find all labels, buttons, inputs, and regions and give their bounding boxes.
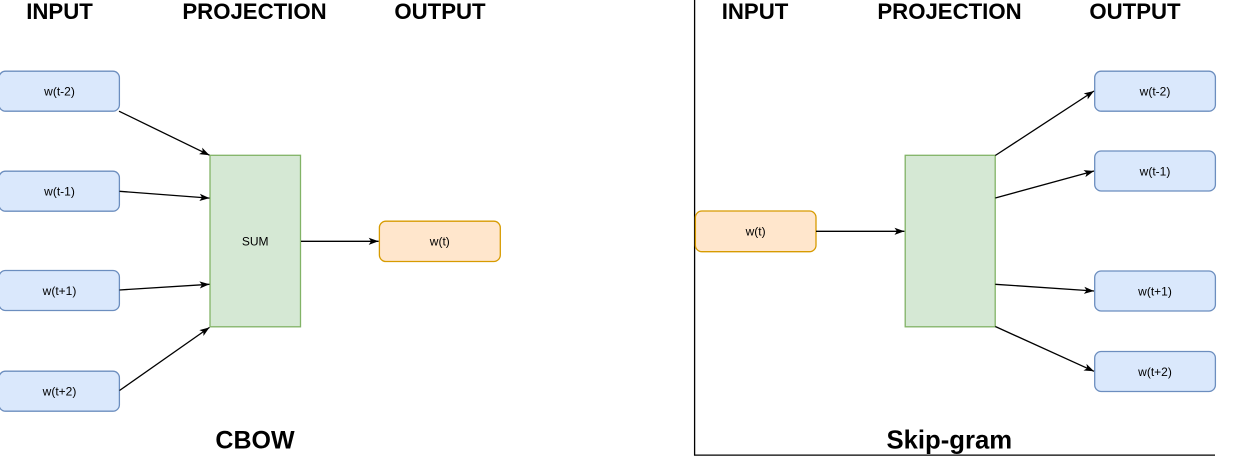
- svg-text:w(t+2): w(t+2): [1137, 365, 1172, 379]
- svg-text:w(t+1): w(t+1): [42, 284, 77, 298]
- svg-text:PROJECTION: PROJECTION: [877, 0, 1021, 24]
- svg-text:w(t-2): w(t-2): [43, 85, 75, 99]
- svg-text:OUTPUT: OUTPUT: [394, 0, 486, 24]
- svg-text:w(t): w(t): [745, 225, 766, 239]
- svg-text:w(t): w(t): [429, 235, 450, 249]
- svg-text:Skip-gram: Skip-gram: [886, 427, 1012, 455]
- svg-text:CBOW: CBOW: [215, 427, 295, 455]
- svg-text:w(t-2): w(t-2): [1139, 85, 1171, 99]
- svg-text:SUM: SUM: [242, 234, 269, 248]
- svg-text:OUTPUT: OUTPUT: [1089, 0, 1181, 24]
- svg-text:PROJECTION: PROJECTION: [182, 0, 326, 24]
- svg-text:w(t-1): w(t-1): [1139, 164, 1171, 178]
- svg-text:INPUT: INPUT: [26, 0, 93, 24]
- svg-text:w(t-1): w(t-1): [43, 185, 75, 199]
- svg-text:w(t+2): w(t+2): [42, 385, 77, 399]
- svg-text:INPUT: INPUT: [722, 0, 789, 24]
- svg-text:w(t+1): w(t+1): [1137, 284, 1172, 298]
